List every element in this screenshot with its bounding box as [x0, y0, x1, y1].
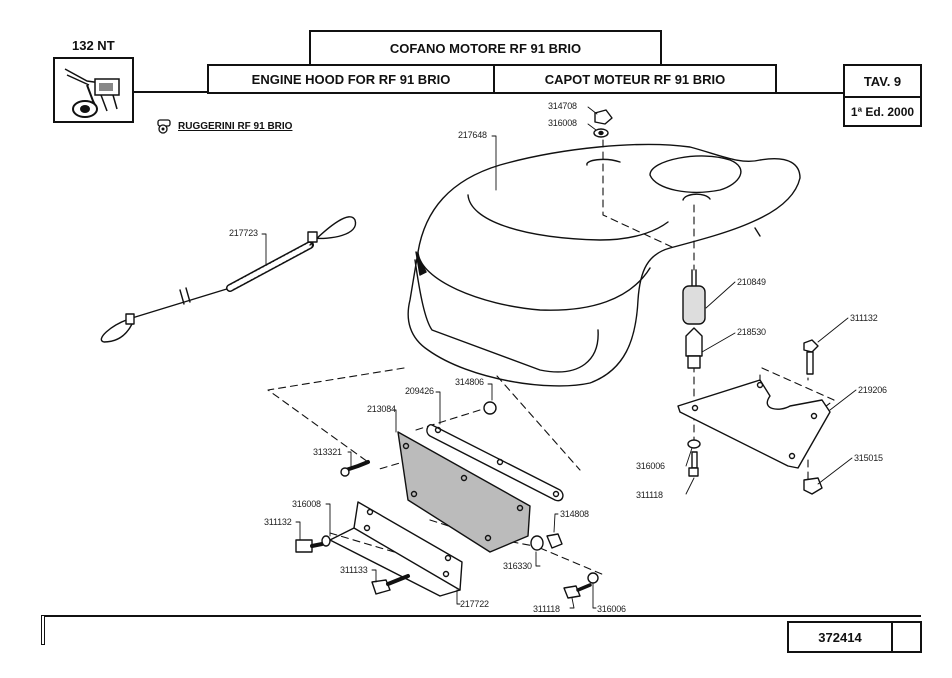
machine-thumbnail: [53, 57, 134, 123]
engine-reference: RUGGERINI RF 91 BRIO: [156, 118, 292, 134]
part-label-316008-top: 316008: [548, 118, 577, 128]
header-rule-right: [777, 92, 843, 94]
footer-left-mark: [41, 615, 45, 645]
bolt-right-drawing: [803, 339, 819, 375]
part-label-315015: 315015: [854, 453, 883, 463]
footer-blank-cell: [891, 621, 922, 653]
part-label-213084: 213084: [367, 404, 396, 414]
header-rule-left: [134, 91, 208, 93]
cable-drawing: [100, 216, 357, 343]
part-label-316006-right: 316006: [636, 461, 665, 471]
tiller-machine-icon: [64, 68, 120, 118]
part-label-314808: 314808: [560, 509, 589, 519]
title-english: ENGINE HOOD FOR RF 91 BRIO: [207, 64, 495, 94]
part-label-209426: 209426: [405, 386, 434, 396]
bracket-plate-drawing: [677, 379, 831, 469]
strip-drawing: [426, 424, 564, 502]
part-label-218530: 218530: [737, 327, 766, 337]
part-label-316006-lower: 316006: [597, 604, 626, 614]
part-label-311118-lower: 311118: [533, 604, 560, 614]
part-label-316008-lower: 316008: [292, 499, 321, 509]
part-label-311132-right: 311132: [850, 313, 878, 323]
part-label-314806: 314806: [455, 377, 484, 387]
part-label-217723: 217723: [229, 228, 258, 238]
part-label-217648: 217648: [458, 130, 487, 140]
footer-rule: [45, 615, 921, 617]
part-label-311118-right: 311118: [636, 490, 663, 500]
top-nut-drawing: [593, 109, 613, 138]
part-label-313321: 313321: [313, 447, 342, 457]
rubber-mount-drawing: [682, 269, 706, 369]
part-label-217722: 217722: [460, 599, 489, 609]
table-number: TAV. 9: [843, 64, 922, 98]
part-label-219206: 219206: [858, 385, 887, 395]
engine-icon: [157, 119, 171, 134]
edition-label: 1ª Ed. 2000: [843, 96, 922, 127]
part-label-314708: 314708: [548, 101, 577, 111]
angle-bracket-drawing: [329, 501, 463, 597]
drawing-code: 372414: [787, 621, 893, 653]
title-french: CAPOT MOTEUR RF 91 BRIO: [493, 64, 777, 94]
engine-hood-drawing: [407, 143, 801, 387]
part-label-311132-lower: 311132: [264, 517, 292, 527]
filter-pad-drawing: [397, 431, 531, 553]
model-label: 132 NT: [72, 38, 115, 53]
part-label-311133: 311133: [340, 565, 368, 575]
part-label-316330: 316330: [503, 561, 532, 571]
engine-label: RUGGERINI RF 91 BRIO: [178, 120, 293, 132]
part-label-210849: 210849: [737, 277, 766, 287]
